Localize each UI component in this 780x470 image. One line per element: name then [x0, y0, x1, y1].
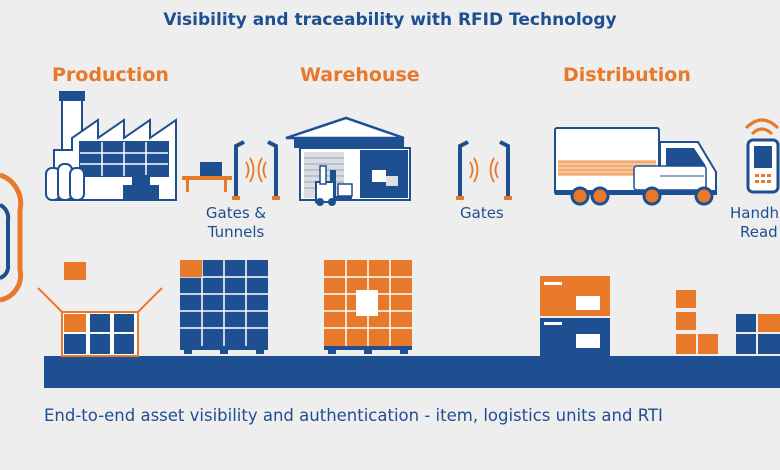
supply-chain-bar — [44, 356, 780, 388]
caption: End-to-end asset visibility and authenti… — [44, 406, 663, 425]
open-box-icon — [37, 262, 163, 357]
rfid-signal-icon — [0, 172, 24, 303]
label-gates-tunnels: Gates & Tunnels — [198, 204, 274, 242]
stage-production: Production — [52, 64, 169, 86]
rfid-gate-2-icon — [456, 140, 512, 200]
label-gates: Gates — [460, 204, 504, 222]
orange-pallet-icon — [324, 260, 412, 354]
page-title: Visibility and traceability with RFID Te… — [163, 10, 617, 30]
label-handheld-line1: Handh — [730, 204, 780, 222]
label-gates-tunnels-line2: Tunnels — [207, 223, 265, 241]
truck-icon — [554, 127, 717, 206]
stage-warehouse: Warehouse — [300, 64, 420, 86]
labeled-box-icon — [540, 276, 610, 356]
label-gates-tunnels-line1: Gates & — [205, 204, 267, 222]
warehouse-icon — [285, 116, 411, 201]
rfid-gate-icon — [232, 140, 280, 200]
handheld-reader-icon — [744, 118, 780, 194]
pallet-icon — [180, 260, 268, 354]
factory-icon — [45, 91, 177, 201]
box-stack-icon — [676, 290, 780, 354]
conveyor-icon — [182, 162, 232, 192]
stage-distribution: Distribution — [563, 64, 691, 86]
forklift-icon — [315, 165, 353, 206]
label-handheld-line2: Read — [740, 223, 778, 241]
rfid-signal-inner-icon — [0, 203, 11, 280]
label-handheld: Handh Read — [730, 204, 779, 242]
